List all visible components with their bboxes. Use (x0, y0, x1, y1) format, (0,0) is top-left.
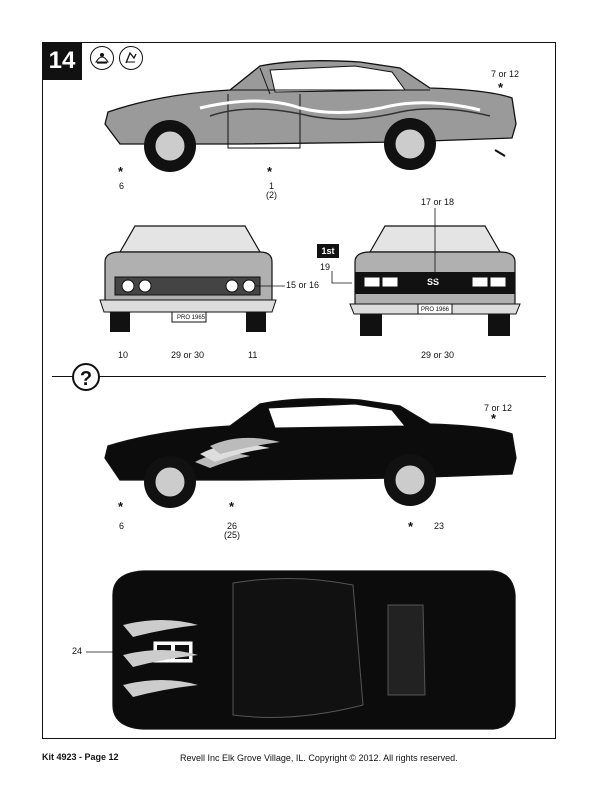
rear-plate-text: PRO 1966 (421, 307, 450, 313)
top-view-car (112, 570, 516, 730)
callout-26-sub: (25) (224, 530, 241, 540)
callout-1: 1 (269, 181, 275, 191)
copyright: Revell Inc Elk Grove Village, IL. Copyri… (180, 753, 458, 763)
callout-star: * (491, 411, 497, 426)
callout-star: * (498, 80, 504, 95)
callout-star: * (408, 519, 414, 534)
first-badge: 1st (317, 244, 339, 258)
callout-line-front-headlight (255, 285, 285, 287)
instruction-frame (42, 42, 556, 739)
callout-29-or-30-rear: 29 or 30 (421, 350, 455, 360)
callout-star: * (118, 499, 124, 514)
callout-29-or-30-front: 29 or 30 (171, 350, 205, 360)
callout-7-or-12-bottom: 7 or 12 (484, 403, 513, 413)
glue-icon (90, 46, 114, 70)
side-view-gray-car (104, 60, 517, 172)
callout-26: 26 (227, 521, 238, 531)
callout-6-top: 6 (119, 181, 125, 191)
callout-24: 24 (72, 646, 83, 656)
cement-icon (119, 46, 143, 70)
callout-19: 19 (320, 262, 331, 272)
callout-6-bottom: 6 (119, 521, 125, 531)
callout-line-rear (331, 208, 436, 284)
ss-emblem: SS (427, 277, 440, 287)
step-number: 14 (42, 42, 82, 80)
section-divider (52, 376, 546, 377)
page-label: Kit 4923 - Page 12 (42, 752, 119, 762)
callout-17-or-18: 17 or 18 (421, 197, 455, 207)
side-view-black-car (104, 398, 517, 508)
callout-23: 23 (434, 521, 445, 531)
callout-line-hood (86, 651, 126, 653)
callout-star: * (267, 164, 273, 179)
callout-star: * (229, 499, 235, 514)
callout-star: * (118, 164, 124, 179)
callout-7-or-12-top: 7 or 12 (491, 69, 520, 79)
callout-15-or-16: 15 or 16 (286, 280, 320, 290)
callout-10: 10 (118, 350, 129, 360)
front-view-car (99, 225, 277, 332)
callout-11: 11 (248, 350, 258, 360)
help-icon: ? (72, 363, 100, 391)
callout-1-sub: (2) (266, 190, 277, 200)
front-plate-text: PRO 1965 (177, 315, 206, 321)
